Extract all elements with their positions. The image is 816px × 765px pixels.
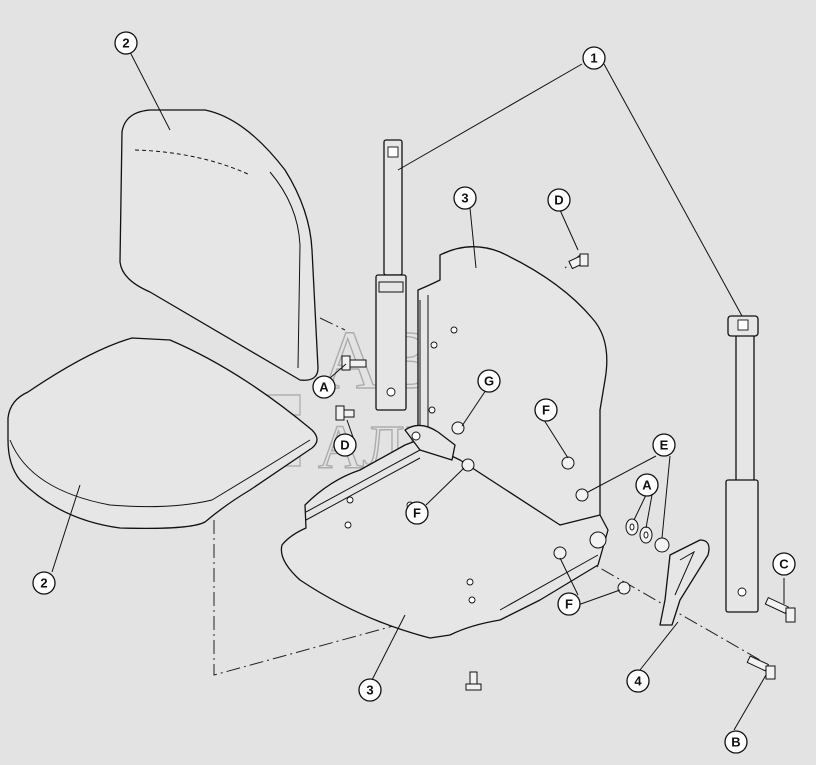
bolt-B	[746, 655, 776, 680]
bolt-bottom	[465, 671, 482, 691]
hinge-bracket	[404, 424, 456, 461]
svg-text:C: C	[779, 557, 789, 572]
washer-A-2	[639, 526, 653, 544]
seat-cushion	[7, 337, 318, 530]
svg-text:D: D	[554, 193, 563, 208]
callout-3-bottom: 3	[358, 678, 382, 702]
backrest-cushion	[119, 109, 319, 381]
callout-F-bottom: F	[557, 592, 581, 616]
nut-F-top	[561, 456, 575, 470]
nut-G	[451, 421, 465, 435]
callout-1: 1	[582, 46, 606, 70]
nut-E	[654, 537, 670, 553]
lever	[659, 539, 710, 626]
callout-B: B	[724, 730, 748, 754]
boss-frame	[589, 531, 607, 549]
strap-right	[725, 315, 759, 613]
bolt-C	[764, 596, 796, 623]
svg-text:3: 3	[461, 191, 468, 206]
leader-lines	[51, 51, 785, 731]
svg-text:A: A	[642, 478, 652, 493]
strap-left	[375, 139, 407, 411]
svg-text:1: 1	[590, 51, 597, 66]
svg-text:3: 3	[366, 683, 373, 698]
bolt-A-left	[341, 355, 367, 371]
nut-F-mid	[461, 458, 475, 472]
svg-text:F: F	[413, 506, 421, 521]
nut-E-top	[575, 488, 589, 502]
callout-3-top: 3	[453, 186, 477, 210]
bolt-D-top	[568, 253, 589, 270]
svg-text:F: F	[565, 597, 573, 612]
callout-D-top: D	[547, 188, 571, 212]
svg-text:B: B	[731, 735, 740, 750]
svg-text:D: D	[340, 438, 349, 453]
callout-F-mid: F	[405, 501, 429, 525]
svg-text:G: G	[484, 374, 494, 389]
callout-D-left: D	[333, 433, 357, 457]
callout-2-bottom: 2	[32, 571, 56, 595]
frame-seat-pan	[280, 439, 609, 639]
svg-text:4: 4	[634, 674, 642, 689]
frame-back-panel	[417, 246, 608, 526]
nut-F-bottom-2	[617, 581, 631, 595]
svg-text:E: E	[660, 438, 669, 453]
svg-text:A: A	[319, 380, 329, 395]
callout-A-right: A	[635, 473, 659, 497]
bolt-D-left	[335, 405, 355, 421]
fasteners	[335, 253, 796, 691]
washer-A-1	[625, 518, 639, 536]
svg-text:2: 2	[122, 36, 129, 51]
callout-E: E	[652, 433, 676, 457]
callout-2-top: 2	[114, 31, 138, 55]
nut-F-bottom-1	[553, 546, 567, 560]
svg-text:F: F	[542, 403, 550, 418]
callout-4: 4	[626, 669, 650, 693]
callout-G: G	[477, 369, 501, 393]
callout-A-left: A	[312, 375, 336, 399]
callout-C: C	[772, 552, 796, 576]
callout-F-top: F	[534, 398, 558, 422]
svg-text:2: 2	[40, 576, 47, 591]
